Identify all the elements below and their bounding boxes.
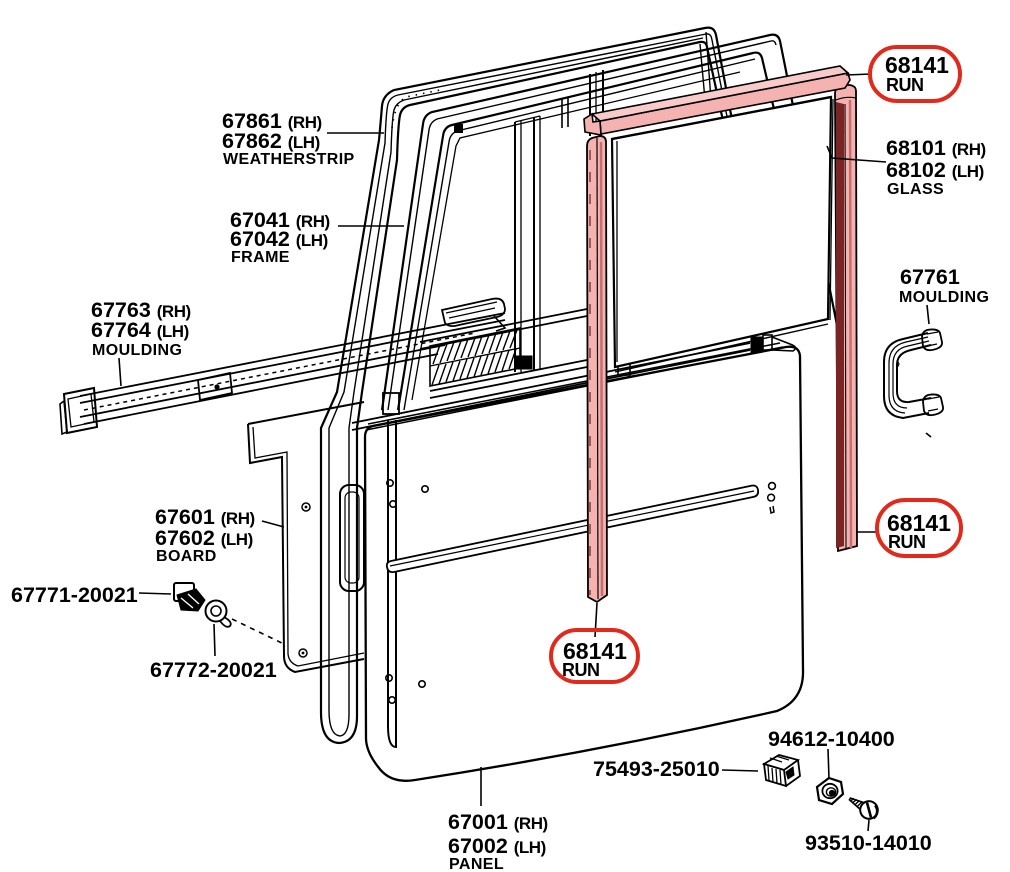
svg-text:68101 (RH): 68101 (RH) [886,136,986,160]
svg-text:67042 (LH): 67042 (LH) [230,227,328,251]
svg-text:RUN: RUN [888,532,926,552]
svg-text:WEATHERSTRIP: WEATHERSTRIP [223,151,355,168]
svg-text:67764 (LH): 67764 (LH) [91,318,189,342]
svg-text:67763 (RH): 67763 (RH) [91,298,191,322]
svg-text:94612-10400: 94612-10400 [768,727,895,751]
svg-text:GLASS: GLASS [887,181,944,198]
svg-text:67602 (LH): 67602 (LH) [155,526,253,550]
svg-text:68141: 68141 [885,52,949,78]
svg-text:67772-20021: 67772-20021 [150,658,277,682]
svg-text:67001 (RH): 67001 (RH) [448,810,548,834]
svg-text:MOULDING: MOULDING [899,289,989,306]
svg-text:68141: 68141 [563,638,627,664]
svg-text:MOULDING: MOULDING [92,342,182,359]
svg-text:75493-25010: 75493-25010 [593,757,720,781]
svg-text:93510-14010: 93510-14010 [805,831,932,855]
svg-text:67041 (RH): 67041 (RH) [230,208,330,232]
svg-text:67861 (RH): 67861 (RH) [222,109,322,133]
svg-text:68102 (LH): 68102 (LH) [886,158,984,182]
svg-text:67771-20021: 67771-20021 [11,583,138,607]
svg-text:67002 (LH): 67002 (LH) [448,834,546,858]
svg-text:68141: 68141 [887,510,951,536]
svg-text:67862 (LH): 67862 (LH) [222,129,320,153]
svg-text:67601 (RH): 67601 (RH) [155,505,255,529]
svg-text:RUN: RUN [562,660,600,680]
svg-text:FRAME: FRAME [231,249,290,266]
svg-text:BOARD: BOARD [156,548,217,565]
svg-text:67761: 67761 [900,265,960,289]
svg-text:RUN: RUN [886,75,924,95]
svg-text:PANEL: PANEL [449,856,504,872]
